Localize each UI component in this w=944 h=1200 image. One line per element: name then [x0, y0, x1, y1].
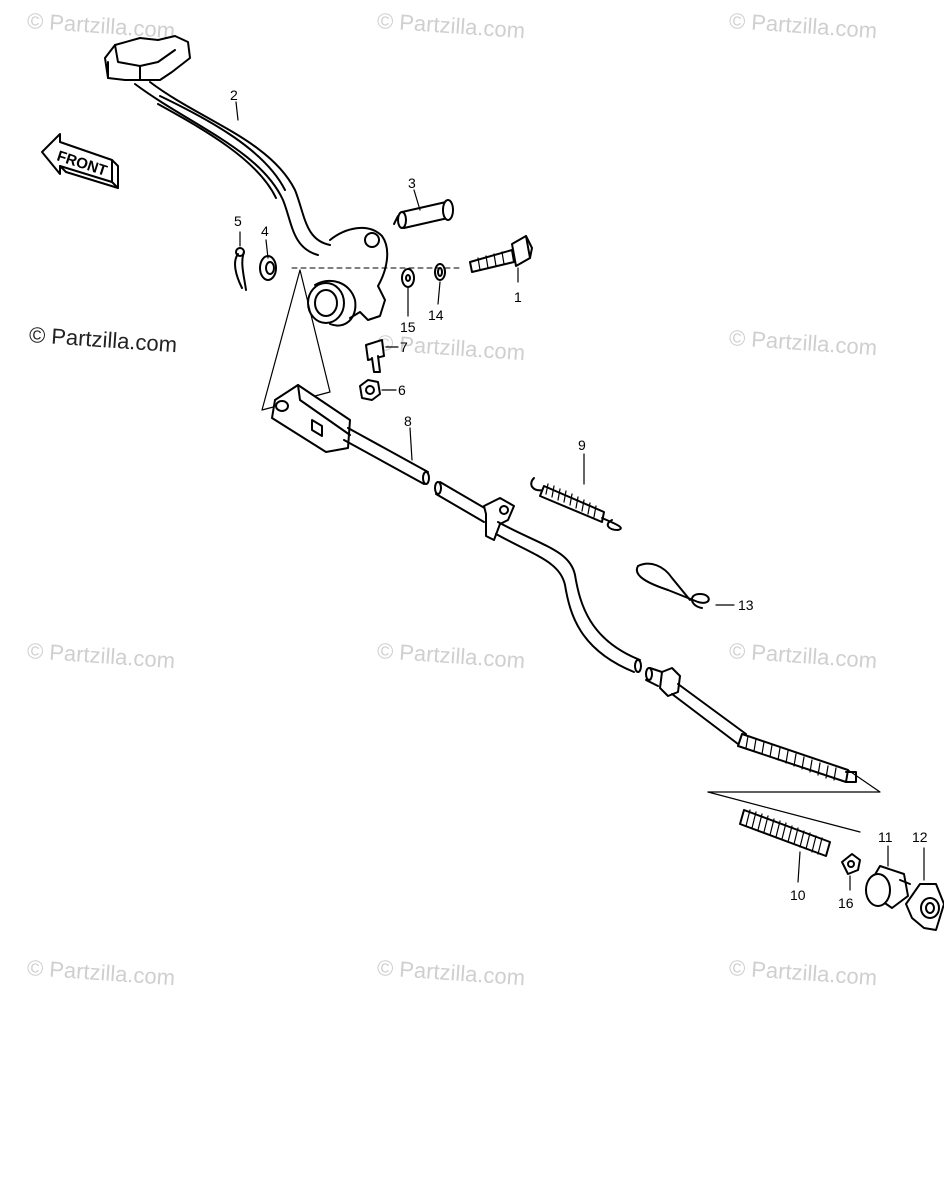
rod-spring	[739, 809, 831, 857]
callout-14: 14	[428, 307, 444, 323]
brake-pedal-arm	[104, 35, 389, 327]
callout-11: 11	[878, 829, 893, 845]
rod-joint	[865, 865, 911, 909]
brake-rod	[271, 384, 857, 783]
callout-8: 8	[404, 413, 412, 429]
pivot-bolt	[469, 235, 533, 273]
callout-16: 16	[838, 895, 854, 911]
callout-7: 7	[400, 339, 408, 355]
callout-1: 1	[514, 289, 522, 305]
callout-13: 13	[738, 597, 754, 613]
callout-4: 4	[261, 223, 269, 239]
return-spring	[530, 477, 622, 531]
callout-2: 2	[230, 87, 238, 103]
callout-12: 12	[912, 829, 928, 845]
callout-6: 6	[398, 382, 406, 398]
callout-10: 10	[790, 887, 806, 903]
small-washer	[841, 853, 861, 875]
spring-clip	[635, 562, 710, 609]
callout-9: 9	[578, 437, 586, 453]
cotter-pin	[234, 247, 247, 291]
callout-5: 5	[234, 213, 242, 229]
clevis-bolt	[365, 339, 385, 373]
flat-washer	[401, 268, 415, 288]
washer	[259, 255, 277, 281]
pivot-pin	[393, 199, 454, 229]
clevis-nut	[359, 379, 381, 401]
front-arrow-icon	[41, 133, 119, 189]
callout-3: 3	[408, 175, 416, 191]
lock-washer	[434, 263, 446, 281]
adjuster-nut	[905, 883, 944, 931]
callout-15: 15	[400, 319, 416, 335]
